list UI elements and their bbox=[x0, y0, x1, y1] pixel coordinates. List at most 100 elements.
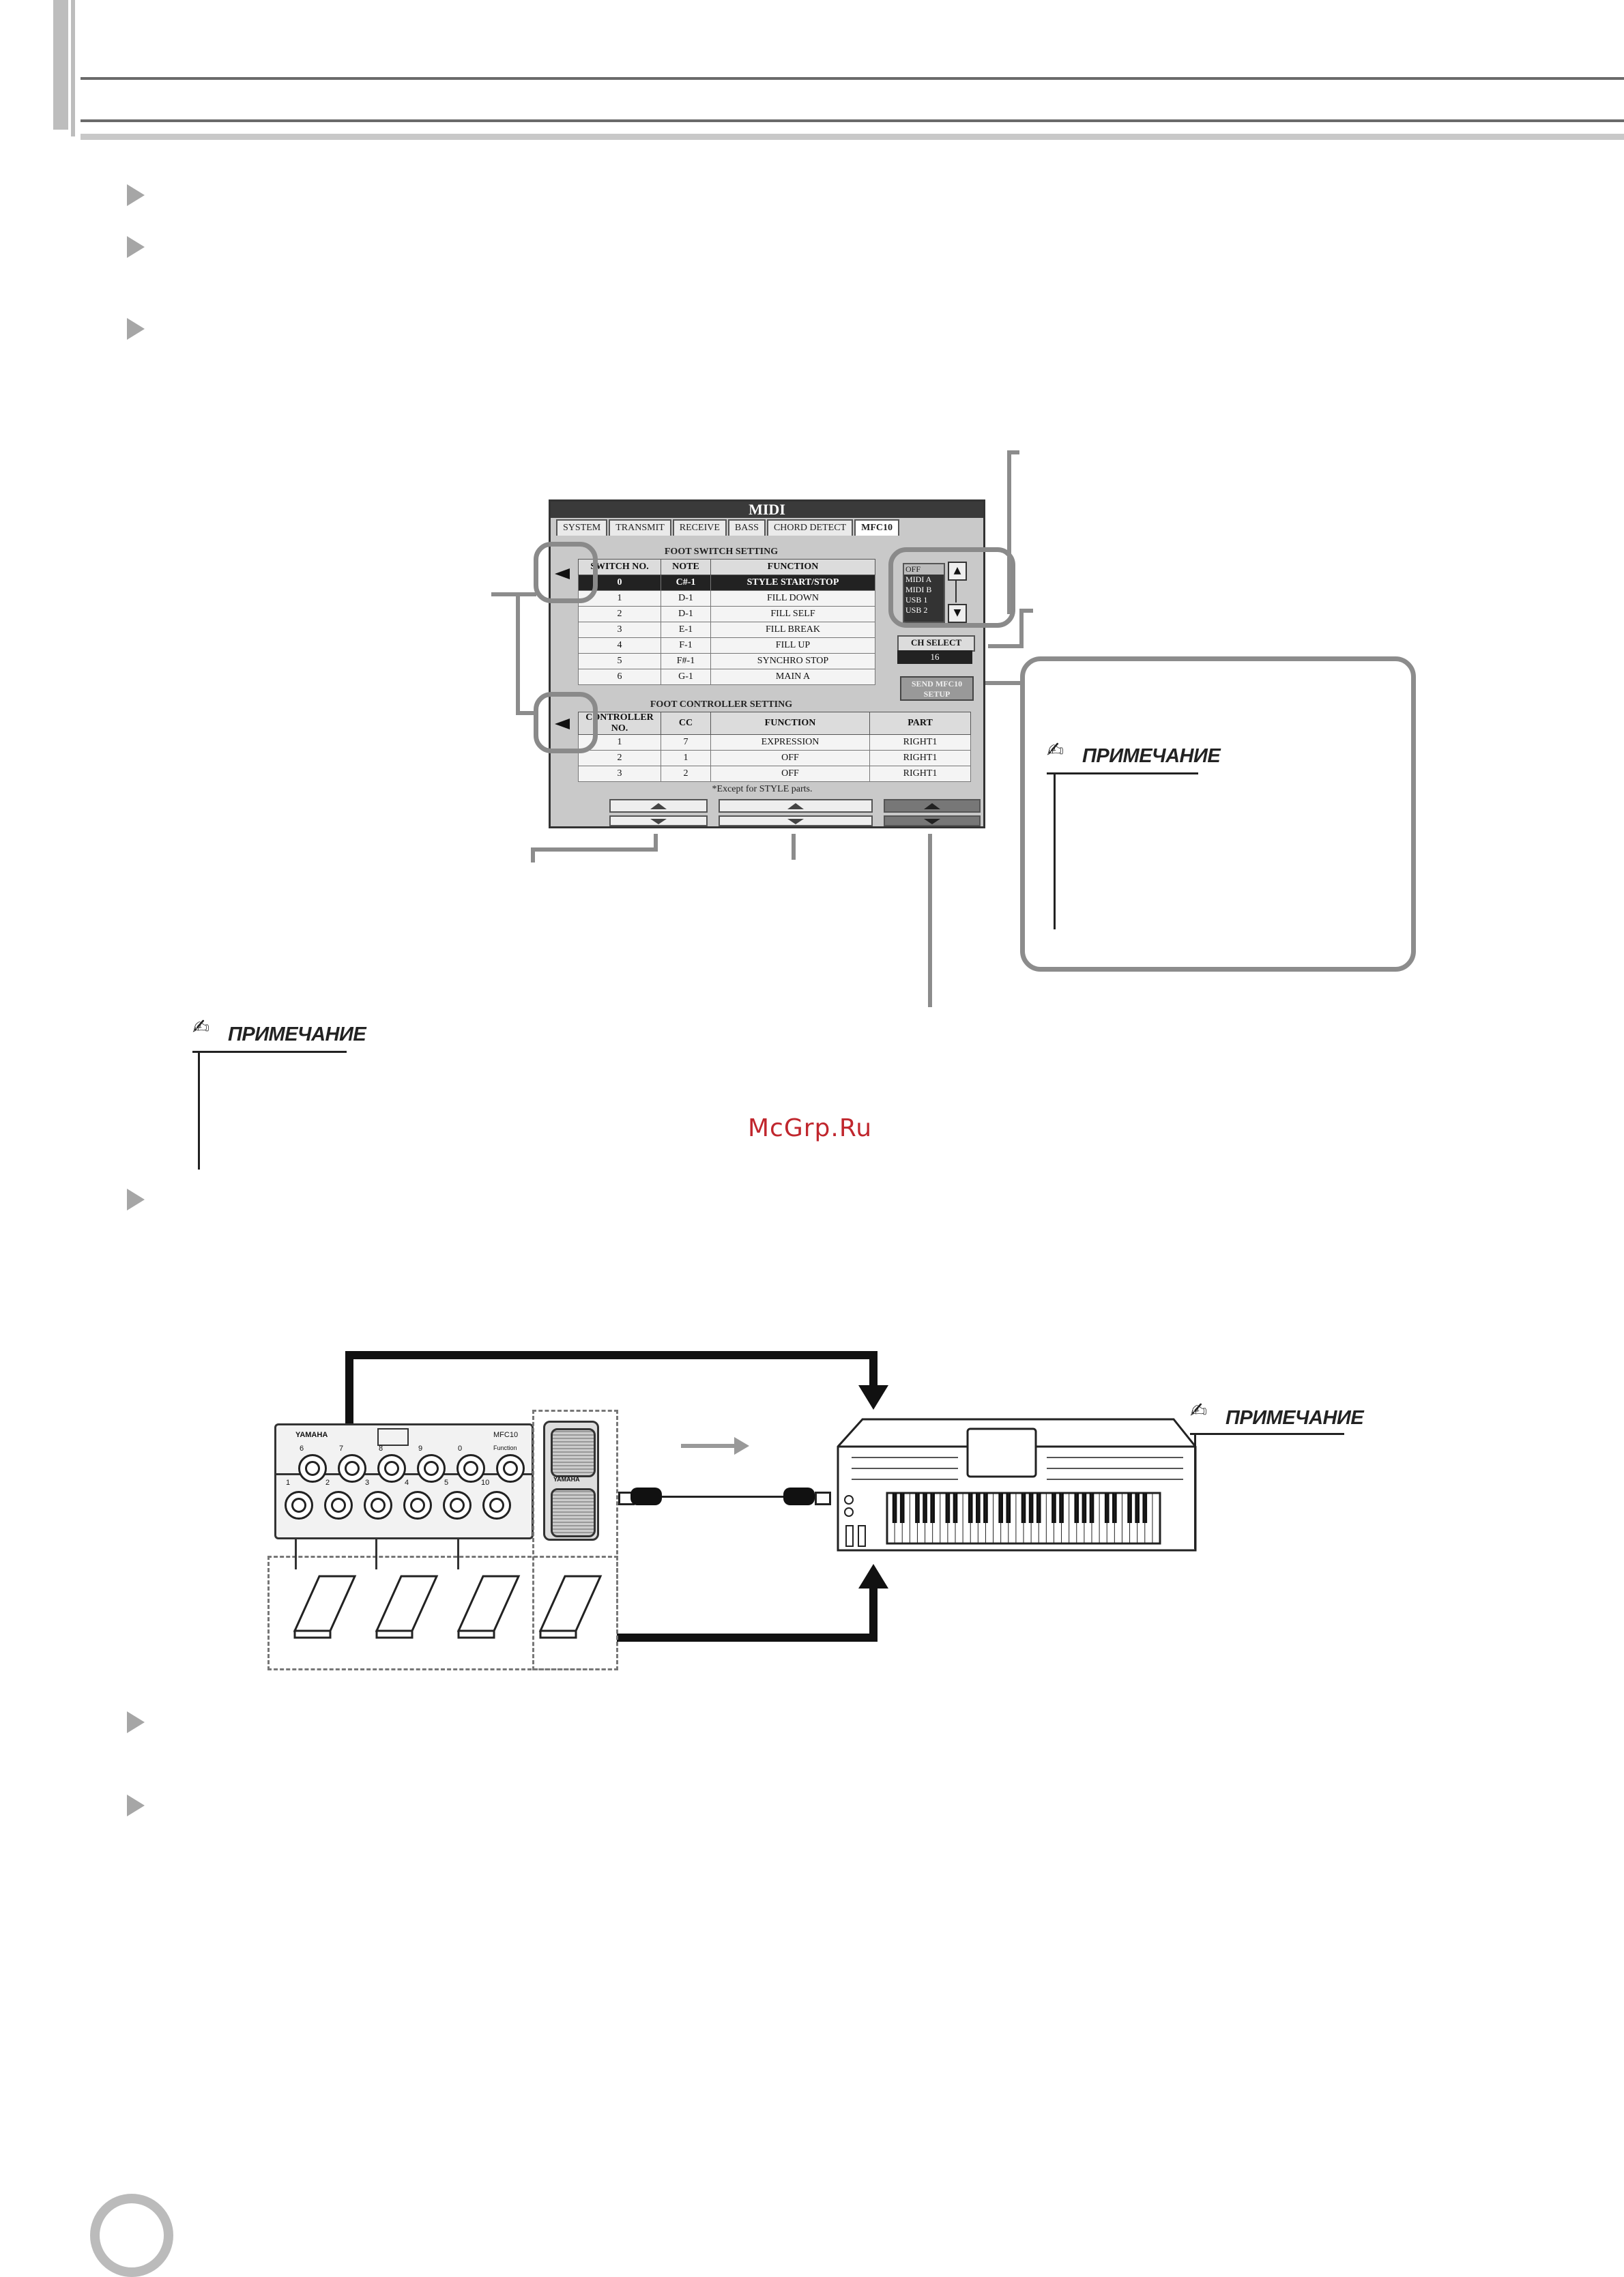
table-row[interactable]: 4 F-1 FILL UP bbox=[578, 637, 875, 654]
port-down-arrow-icon[interactable]: ▼ bbox=[948, 604, 967, 623]
table-row[interactable]: 6 G-1 MAIN A bbox=[578, 669, 875, 685]
table-row[interactable]: 5 F#-1 SYNCHRO STOP bbox=[578, 653, 875, 669]
table-row[interactable]: 0 C#-1 STYLE START/STOP bbox=[578, 575, 875, 591]
cell: C#-1 bbox=[661, 575, 711, 591]
port-option[interactable]: USB 2 bbox=[905, 605, 928, 615]
lcd-title: MIDI bbox=[551, 502, 983, 518]
header-rule-top bbox=[81, 77, 1624, 80]
port-option[interactable]: MIDI A bbox=[905, 575, 932, 584]
cell: 6 bbox=[578, 669, 661, 685]
ch-select-value[interactable]: 16 bbox=[897, 650, 972, 664]
cell: 2 bbox=[661, 766, 711, 782]
mfc-brand: YAMAHA bbox=[295, 1431, 328, 1439]
leader-line bbox=[516, 592, 536, 596]
lcd-tabs: SYSTEM TRANSMIT RECEIVE BASS CHORD DETEC… bbox=[556, 519, 899, 536]
cell: E-1 bbox=[661, 622, 711, 638]
pen-icon: ✍ bbox=[1190, 1399, 1208, 1423]
port-option[interactable]: OFF bbox=[904, 564, 944, 575]
cell: 3 bbox=[578, 766, 661, 782]
port-option[interactable]: MIDI B bbox=[905, 585, 932, 594]
foot-pedal-base bbox=[293, 1629, 332, 1639]
table-row[interactable]: 2 D-1 FILL SELF bbox=[578, 606, 875, 622]
lcd-down-button-3[interactable] bbox=[884, 815, 981, 826]
footswitch-knob bbox=[496, 1454, 525, 1483]
port-up-arrow-icon[interactable]: ▲ bbox=[948, 562, 967, 581]
bullet-triangle-icon bbox=[127, 1795, 145, 1816]
bullet-triangle-icon bbox=[127, 236, 145, 258]
tab-receive[interactable]: RECEIVE bbox=[672, 519, 727, 536]
port-option[interactable]: USB 1 bbox=[905, 595, 928, 605]
switch-label: 8 bbox=[379, 1445, 383, 1453]
tab-mfc10[interactable]: MFC10 bbox=[854, 519, 899, 536]
cell: F-1 bbox=[661, 637, 711, 654]
leader-line bbox=[531, 847, 535, 862]
leader-line bbox=[516, 711, 536, 715]
table-row[interactable]: 3 2 OFF RIGHT1 bbox=[578, 766, 971, 782]
up-arrow-icon bbox=[650, 803, 667, 809]
foot-pedal-base bbox=[457, 1629, 495, 1639]
foot-switch-table: SWITCH NO. NOTE FUNCTION 0 C#-1 STYLE ST… bbox=[578, 559, 875, 685]
footswitch-knob bbox=[285, 1491, 313, 1520]
footswitch-knob bbox=[403, 1491, 432, 1520]
connection-line bbox=[345, 1351, 878, 1359]
tab-transmit[interactable]: TRANSMIT bbox=[609, 519, 671, 536]
cell: SYNCHRO STOP bbox=[710, 653, 875, 669]
connection-line bbox=[617, 1634, 878, 1642]
note-underline bbox=[1047, 772, 1198, 774]
col-part: PART bbox=[869, 712, 971, 735]
white-key-lines bbox=[894, 1493, 1153, 1543]
foot-pedals bbox=[293, 1575, 603, 1639]
cell: G-1 bbox=[661, 669, 711, 685]
tab-chord-detect[interactable]: CHORD DETECT bbox=[766, 519, 854, 536]
dashed-group-bottom bbox=[267, 1556, 618, 1670]
table-row[interactable]: 1 7 EXPRESSION RIGHT1 bbox=[578, 734, 971, 751]
switch-label: 6 bbox=[300, 1445, 304, 1453]
tab-system[interactable]: SYSTEM bbox=[556, 519, 608, 536]
lcd-down-button-2[interactable] bbox=[719, 815, 873, 826]
port-select-list[interactable]: OFF MIDI A MIDI B USB 1 USB 2 bbox=[903, 563, 945, 623]
cell: FILL SELF bbox=[710, 606, 875, 622]
keyboard-instrument bbox=[837, 1418, 1197, 1552]
switch-label: 2 bbox=[325, 1479, 330, 1487]
up-arrow-icon bbox=[924, 803, 940, 809]
lcd-up-button-3[interactable] bbox=[884, 799, 981, 813]
table-row[interactable]: 3 E-1 FILL BREAK bbox=[578, 622, 875, 638]
lcd-up-button-2[interactable] bbox=[719, 799, 873, 813]
pedal-surface bbox=[551, 1428, 596, 1477]
expression-pedal: YAMAHA bbox=[543, 1421, 599, 1541]
switch-label: 5 bbox=[444, 1479, 449, 1487]
tab-bass[interactable]: BASS bbox=[727, 519, 766, 536]
lcd-down-button-1[interactable] bbox=[609, 815, 708, 826]
mfc-display bbox=[377, 1428, 409, 1446]
send-mfc10-setup-button[interactable]: SEND MFC10 SETUP bbox=[900, 676, 974, 701]
switch-label: 4 bbox=[405, 1479, 409, 1487]
cable-connector bbox=[630, 1488, 662, 1505]
leader-line bbox=[792, 834, 796, 860]
lcd-up-button-1[interactable] bbox=[609, 799, 708, 813]
switch-label: 0 bbox=[458, 1445, 463, 1453]
footswitch-knob bbox=[324, 1491, 353, 1520]
col-note: NOTE bbox=[661, 559, 711, 575]
switch-label: Function bbox=[493, 1445, 517, 1451]
keyboard-screen bbox=[966, 1427, 1037, 1478]
cell: 7 bbox=[661, 734, 711, 751]
pedal-brand: YAMAHA bbox=[553, 1476, 580, 1483]
leader-line bbox=[985, 681, 1022, 685]
arrow-down-icon bbox=[858, 1385, 888, 1410]
pen-icon: ✍ bbox=[192, 1015, 210, 1039]
col-function: FUNCTION bbox=[710, 559, 875, 575]
cell: 4 bbox=[578, 637, 661, 654]
foot-pedal-4 bbox=[538, 1575, 603, 1632]
footswitch-knob bbox=[364, 1491, 392, 1520]
cell: FILL DOWN bbox=[710, 590, 875, 607]
connection-line bbox=[869, 1586, 878, 1642]
col-function: FUNCTION bbox=[710, 712, 870, 735]
note-label: ПРИМЕЧАНИЕ bbox=[228, 1024, 366, 1045]
table-row[interactable]: 2 1 OFF RIGHT1 bbox=[578, 750, 971, 766]
footswitch-knob bbox=[377, 1454, 406, 1483]
table-row[interactable]: 1 D-1 FILL DOWN bbox=[578, 590, 875, 607]
pen-icon: ✍ bbox=[1047, 738, 1064, 762]
leader-line bbox=[928, 834, 932, 1007]
cell: FILL BREAK bbox=[710, 622, 875, 638]
cell: 1 bbox=[661, 750, 711, 766]
